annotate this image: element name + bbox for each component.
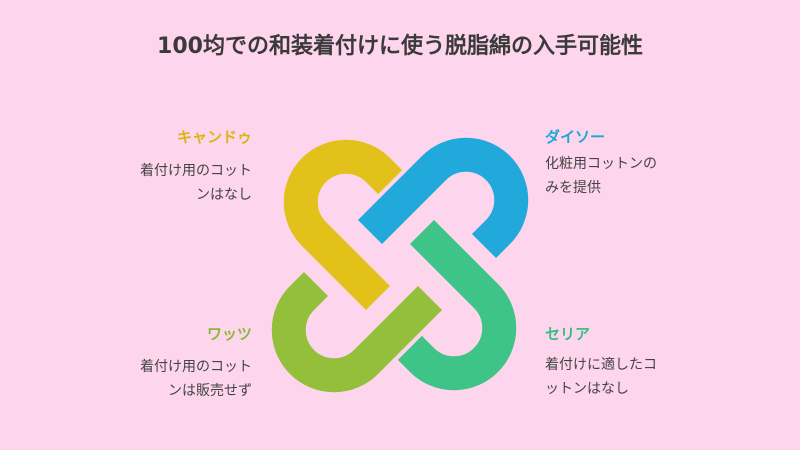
diagram-title: 100均での和装着付けに使う脱脂綿の入手可能性 — [157, 34, 643, 59]
store-desc-daiso: 化粧用コットンの みを提供 — [545, 156, 657, 196]
store-desc-watts: 着付け用のコット ンは販売せず — [140, 359, 252, 399]
store-name-daiso: ダイソー — [545, 128, 606, 146]
knot-segment-watts — [267, 269, 445, 397]
store-name-watts: ワッツ — [206, 325, 252, 343]
store-desc-candu: 着付け用のコット ンはなし — [140, 163, 252, 203]
knot-segment-candu — [279, 135, 407, 313]
knot-segment-daiso — [355, 133, 533, 261]
store-name-seria: セリア — [545, 325, 591, 343]
store-desc-seria: 着付けに適したコ ットンはなし — [545, 357, 657, 397]
store-name-candu: キャンドゥ — [176, 128, 252, 146]
knot-segment-seria — [393, 217, 521, 395]
